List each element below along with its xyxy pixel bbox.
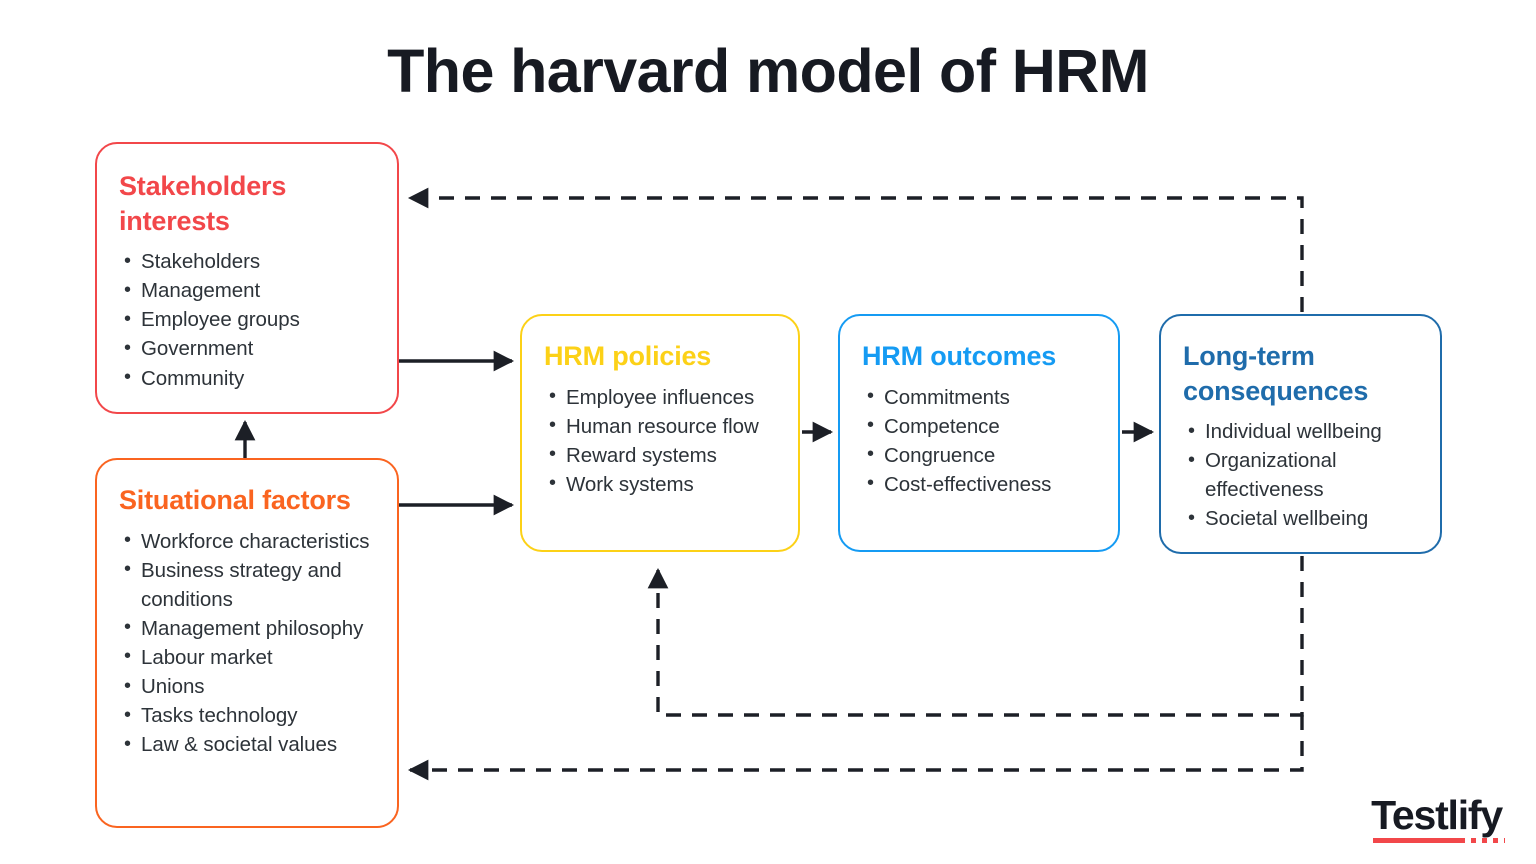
list-item: Labour market [119, 642, 377, 672]
list-item: Community [119, 363, 377, 393]
node-long-term-consequences[interactable]: Long-term consequences Individual wellbe… [1159, 314, 1442, 554]
list-item: Stakeholders [119, 247, 377, 276]
list-item: Work systems [544, 469, 782, 499]
list-item: Management philosophy [119, 613, 377, 643]
logo-dots-accent [1471, 838, 1506, 843]
page-title: The harvard model of HRM [387, 37, 1149, 105]
node-list-hrm-policies: Employee influences Human resource flow … [544, 382, 782, 499]
node-hrm-policies[interactable]: HRM policies Employee influences Human r… [520, 314, 800, 552]
node-stakeholders-interests[interactable]: Stakeholders interests Stakeholders Mana… [95, 142, 399, 414]
list-item: Government [119, 334, 377, 363]
testlify-logo: Testlify [1371, 792, 1506, 843]
node-title-stakeholders-interests: Stakeholders interests [119, 171, 287, 236]
arrow-longterm-to-situational-feedback [407, 715, 1304, 781]
logo-wordmark: Testlify [1371, 792, 1503, 838]
node-title-hrm-outcomes: HRM outcomes [862, 341, 1057, 371]
list-item: Individual wellbeing [1183, 417, 1426, 446]
list-item: Competence [862, 411, 1102, 441]
arrow-longterm-to-policies-feedback [647, 556, 1304, 717]
list-item: Workforce characteristics [119, 526, 377, 556]
list-item: Management [119, 276, 377, 305]
list-item: Reward systems [544, 440, 782, 470]
node-hrm-outcomes[interactable]: HRM outcomes Commitments Competence Cong… [838, 314, 1120, 552]
node-title-long-term-consequences: Long-term consequences [1183, 341, 1369, 406]
node-list-hrm-outcomes: Commitments Competence Congruence Cost-e… [862, 382, 1102, 499]
node-list-stakeholders-interests: Stakeholders Management Employee groups … [119, 247, 377, 393]
list-item: Societal wellbeing [1183, 504, 1426, 533]
list-item: Unions [119, 672, 377, 701]
list-item: Law & societal values [119, 730, 377, 759]
logo-underline-accent [1373, 838, 1466, 843]
list-item: Employee groups [119, 305, 377, 334]
node-list-situational-factors: Workforce characteristics Business strat… [119, 526, 377, 760]
list-item: Employee influences [544, 382, 782, 412]
node-list-long-term-consequences: Individual wellbeing Organizational effe… [1183, 417, 1426, 533]
list-item: Business strategy and conditions [119, 555, 377, 614]
node-situational-factors[interactable]: Situational factors Workforce characteri… [95, 458, 399, 828]
arrow-longterm-to-stakeholders-feedback [407, 187, 1304, 312]
list-item: Human resource flow [544, 411, 782, 441]
list-item: Commitments [862, 382, 1102, 412]
list-item: Tasks technology [119, 701, 377, 730]
list-item: Congruence [862, 440, 1102, 470]
node-title-situational-factors: Situational factors [119, 485, 351, 515]
list-item: Cost-effectiveness [862, 469, 1102, 499]
node-title-hrm-policies: HRM policies [544, 341, 712, 371]
list-item: Organizational effectiveness [1183, 446, 1426, 504]
